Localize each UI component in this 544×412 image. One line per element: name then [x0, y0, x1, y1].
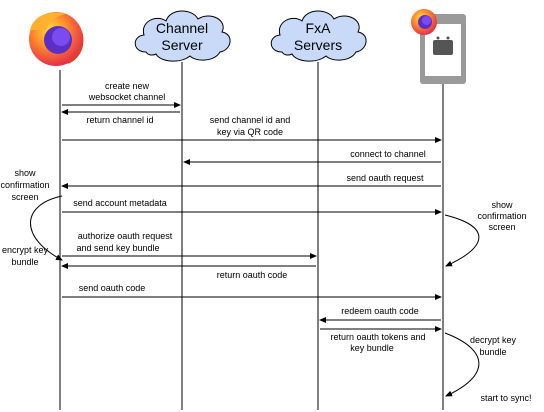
cloud-icon [270, 10, 367, 62]
message-send-oauth-code: send oauth code [62, 283, 442, 300]
note-encrypt-key-bundle: encrypt key bundle [2, 245, 49, 267]
svg-text:connect to channel: connect to channel [350, 149, 426, 159]
message-connect-channel: connect to channel [183, 149, 441, 165]
message-create-channel: create new websocket channel [62, 81, 181, 108]
svg-text:confirmation: confirmation [0, 180, 49, 190]
svg-text:return channel id: return channel id [86, 115, 153, 125]
fxa-servers-label-line2: Servers [294, 37, 342, 53]
svg-text:send oauth request: send oauth request [346, 173, 424, 183]
svg-text:authorize oauth request: authorize oauth request [78, 231, 173, 241]
android-icon [433, 40, 453, 55]
firefox-small-icon [411, 9, 437, 35]
fxa-servers-cloud: FxA Servers [270, 10, 367, 62]
svg-text:decrypt key: decrypt key [470, 335, 517, 345]
svg-text:send account metadata: send account metadata [73, 198, 167, 208]
message-authorize-oauth: authorize oauth request and send key bun… [62, 231, 317, 259]
svg-text:start to sync!: start to sync! [480, 393, 531, 403]
cloud-icon [134, 10, 231, 62]
svg-text:screen: screen [488, 222, 515, 232]
message-return-channel-id: return channel id [61, 109, 180, 125]
note-show-confirmation-right: show confirmation screen [477, 200, 526, 232]
message-redeem-oauth-code: redeem oauth code [319, 306, 441, 323]
svg-text:websocket channel: websocket channel [88, 92, 166, 102]
message-return-oauth-code: return oauth code [61, 263, 316, 280]
channel-server-cloud: Channel Server [134, 10, 231, 62]
svg-text:key via QR code: key via QR code [217, 127, 283, 137]
svg-text:show: show [491, 200, 513, 210]
svg-text:create new: create new [105, 81, 150, 91]
svg-text:bundle: bundle [479, 347, 506, 357]
svg-text:encrypt key: encrypt key [2, 245, 49, 255]
svg-text:bundle: bundle [11, 257, 38, 267]
message-send-oauth-request: send oauth request [61, 173, 441, 189]
svg-text:show: show [14, 168, 36, 178]
svg-text:confirmation: confirmation [477, 211, 526, 221]
svg-text:key bundle: key bundle [350, 343, 394, 353]
svg-text:send oauth code: send oauth code [79, 283, 146, 293]
svg-text:and send key bundle: and send key bundle [76, 243, 159, 253]
message-send-account-metadata: send account metadata [62, 198, 442, 215]
fxa-servers-label-line1: FxA [306, 20, 332, 36]
note-start-to-sync: start to sync! [480, 393, 531, 403]
self-loop-android-confirmation [444, 214, 480, 267]
note-decrypt-key-bundle: decrypt key bundle [470, 335, 517, 357]
self-loop-firefox [30, 195, 63, 261]
self-loop-android-sync [444, 332, 480, 397]
svg-text:redeem oauth code: redeem oauth code [341, 306, 419, 316]
svg-text:return oauth tokens and: return oauth tokens and [330, 332, 425, 342]
firefox-logo-icon [29, 12, 84, 66]
svg-text:send channel id and: send channel id and [210, 115, 291, 125]
message-return-oauth-tokens: return oauth tokens and key bundle [320, 326, 442, 353]
android-tablet-firefox-icon [411, 9, 466, 84]
message-send-channel-qr: send channel id and key via QR code [62, 115, 442, 143]
note-show-confirmation-left: show confirmation screen [0, 168, 49, 202]
svg-text:screen: screen [11, 192, 38, 202]
svg-text:return oauth code: return oauth code [217, 270, 288, 280]
channel-server-label-line1: Channel [156, 20, 208, 36]
channel-server-label-line2: Server [161, 37, 203, 53]
